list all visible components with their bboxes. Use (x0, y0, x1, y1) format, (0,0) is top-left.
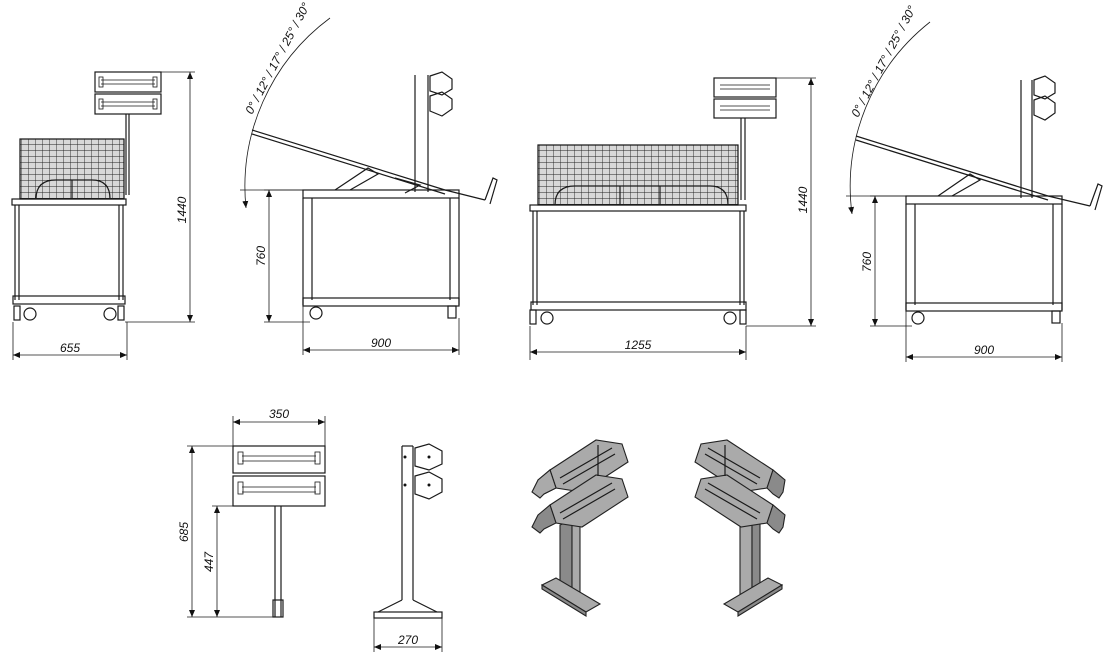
dim-wide-width: 1255 (625, 338, 652, 352)
heater-isometric-right (694, 439, 786, 617)
side-view-1: 0° / 12° / 17° / 25° / 30° 760 900 (240, 0, 498, 355)
dim-side2-angles: 0° / 12° / 17° / 25° / 30° (848, 3, 919, 119)
dim-side2-height: 760 (860, 252, 874, 272)
dim-heater-total-height: 685 (177, 522, 191, 542)
dim-front-height: 1440 (175, 196, 189, 223)
dim-side2-width: 900 (974, 343, 994, 357)
dim-side1-angles: 0° / 12° / 17° / 25° / 30° (242, 0, 313, 116)
dim-front-width: 655 (60, 341, 80, 355)
wide-basket-mesh (537, 144, 739, 206)
dim-heater-base-width: 270 (397, 633, 418, 647)
front-view-narrow: 1440 655 (11, 71, 195, 360)
dim-side1-height: 760 (254, 246, 268, 266)
dim-heater-post-height: 447 (202, 551, 216, 572)
dim-side1-width: 900 (371, 336, 391, 350)
dim-wide-height: 1440 (796, 186, 810, 213)
heater-isometric-left (531, 439, 629, 617)
dim-heater-width: 350 (269, 407, 289, 421)
heater-front-view: 350 685 447 (177, 407, 326, 618)
side-view-2: 0° / 12° / 17° / 25° / 30° 760 900 (846, 3, 1103, 362)
front-view-wide: 1440 1255 (529, 77, 816, 360)
heater-side-view: 270 (373, 443, 443, 652)
